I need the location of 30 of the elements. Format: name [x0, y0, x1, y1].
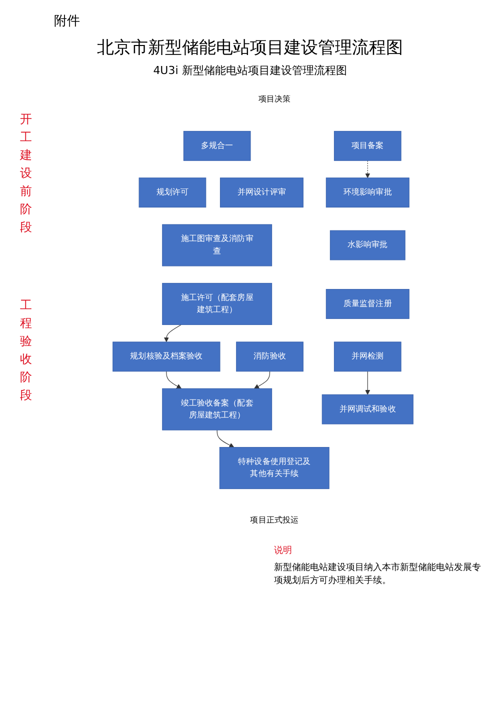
subtitle: 4U3i 新型储能电站项目建设管理流程图 — [152, 63, 348, 78]
node-box: 并网设计评审 — [220, 178, 304, 208]
node-box: 竣工验收备案（配套房屋建筑工程） — [162, 388, 272, 430]
node-box: 规划许可 — [138, 178, 206, 208]
node-text: 项目决策 — [258, 94, 290, 104]
node-box: 规划核验及档案验收 — [112, 342, 220, 372]
arrow — [164, 324, 182, 342]
node-box: 环境影响审批 — [326, 178, 410, 208]
node-box: 并网检测 — [334, 342, 402, 372]
node-box: 项目备案 — [334, 130, 402, 161]
attachment-label: 附件 — [54, 13, 81, 30]
node-text: 项目正式投运 — [250, 516, 299, 526]
arrow — [254, 371, 270, 389]
arrow — [166, 371, 182, 389]
stage-label: 工程验收阶段 — [20, 297, 33, 404]
arrow — [216, 430, 234, 448]
node-box: 施工许可（配套房屋建筑工程） — [162, 282, 272, 325]
title: 北京市新型储能电站项目建设管理流程图 — [96, 37, 404, 59]
node-box: 并网调试和验收 — [322, 394, 414, 424]
node-box: 特种设备使用登记及其他有关手续 — [219, 447, 330, 490]
note-text: 新型储能电站建设项目纳入本市新型储能电站发展专项规划后方可办理相关手续。 — [274, 562, 482, 587]
arrow — [365, 371, 370, 395]
stage-label: 开工建设前阶段 — [20, 111, 33, 236]
node-box: 消防验收 — [236, 342, 304, 372]
node-box: 质量监督注册 — [326, 288, 410, 319]
node-box: 施工图审查及消防审查 — [162, 224, 272, 266]
node-box: 多规合一 — [183, 130, 251, 161]
note-heading: 说明 — [274, 544, 293, 557]
node-box: 水影响审批 — [330, 230, 406, 260]
arrow — [365, 160, 370, 178]
